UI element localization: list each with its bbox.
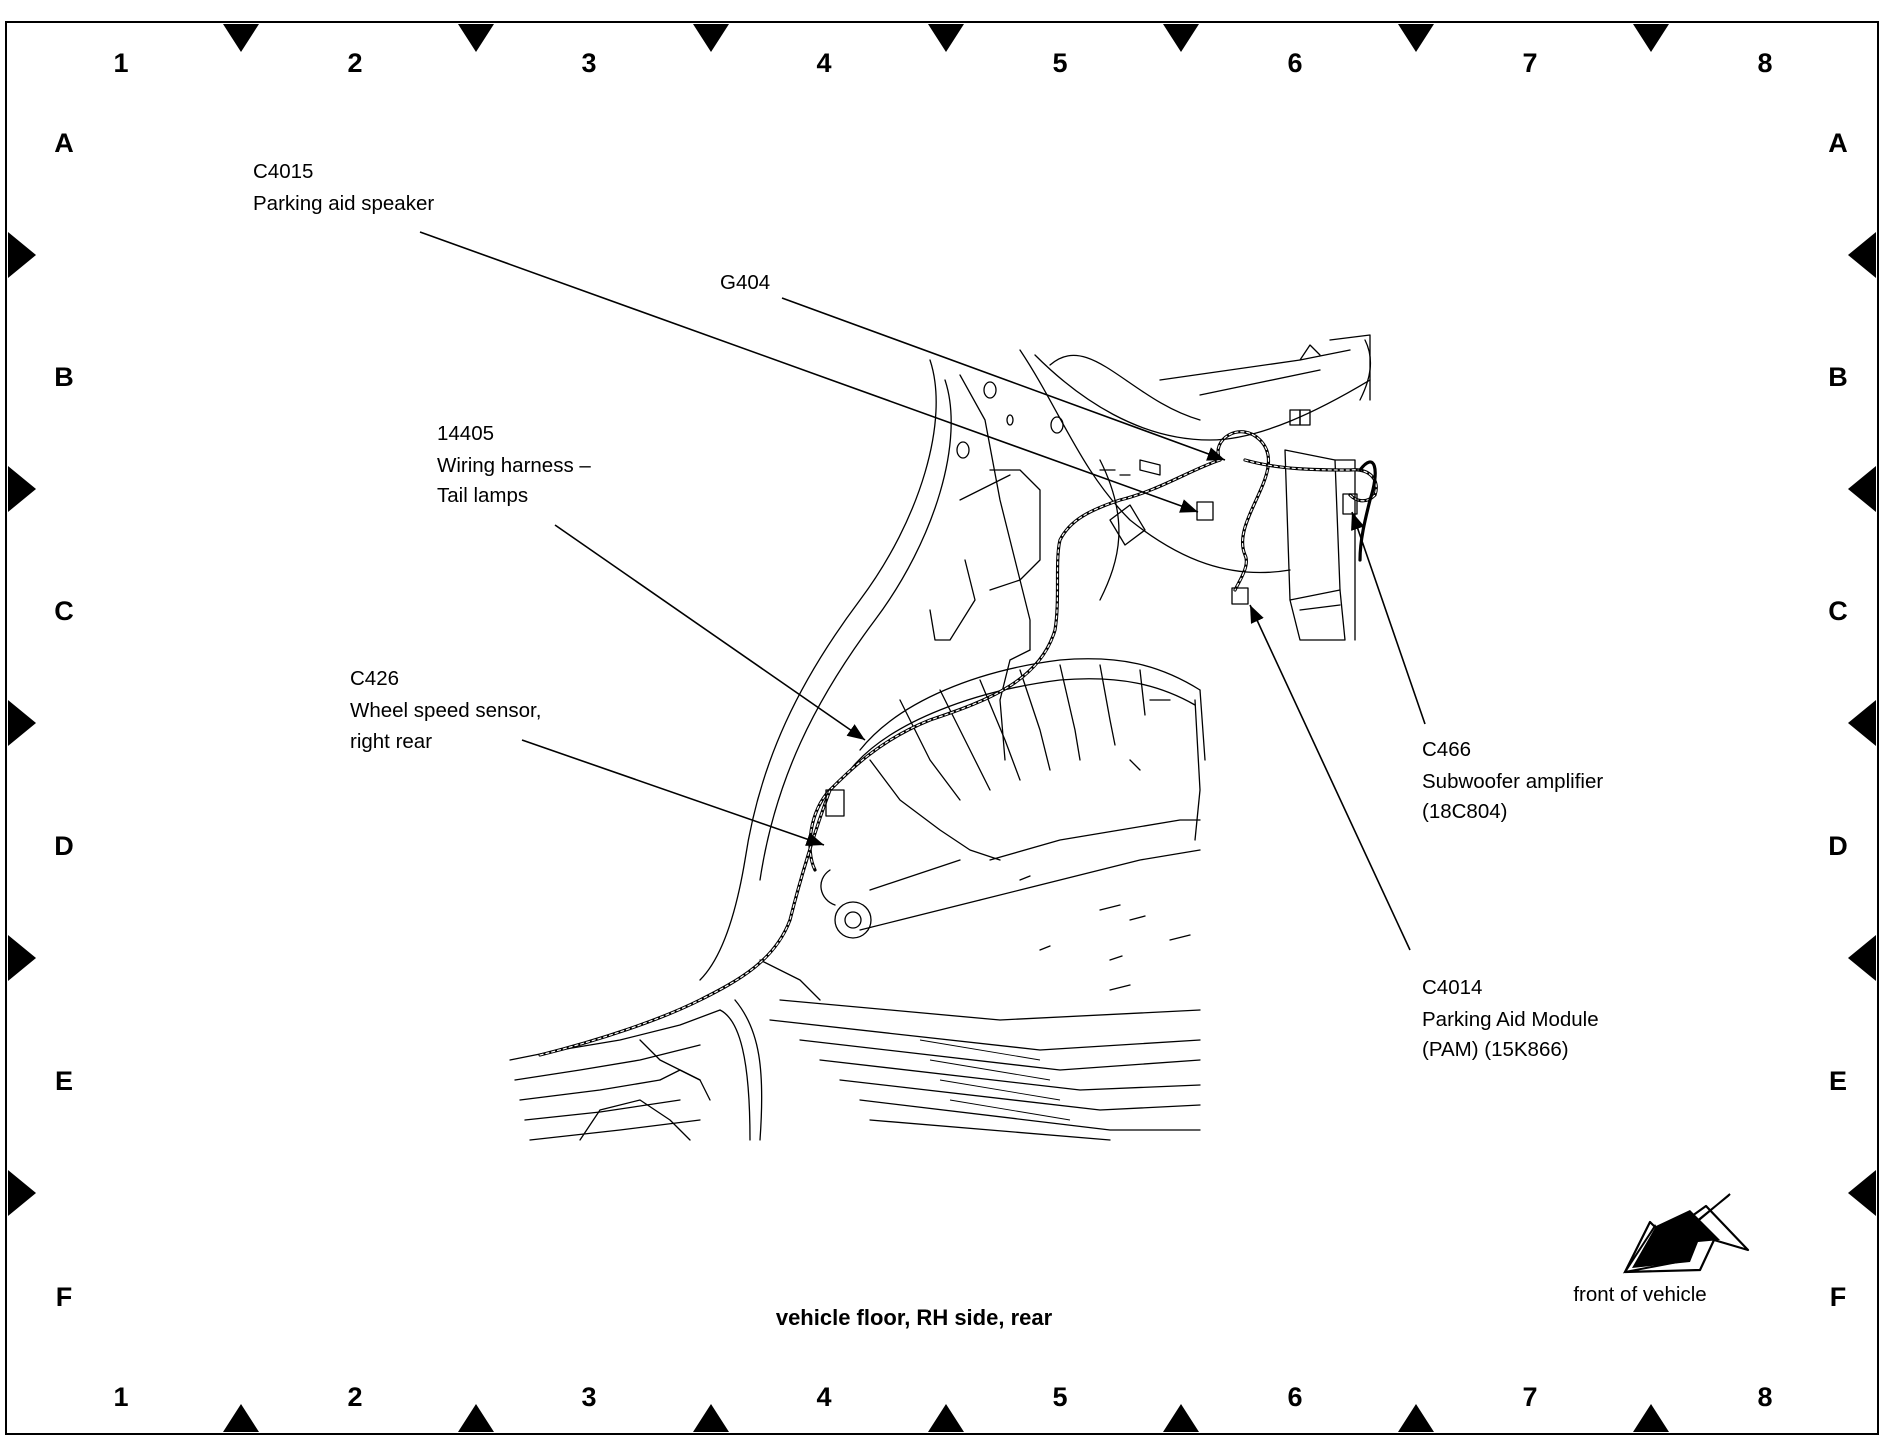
row-labels-right: A B C D E F <box>1828 128 1848 1312</box>
connector-description: (PAM) (15K866) <box>1422 1038 1569 1061</box>
leader-c4014 <box>1249 604 1411 951</box>
connector-description: right rear <box>350 730 432 753</box>
diagram-frame <box>5 21 1879 1435</box>
col-label: 7 <box>1522 1382 1537 1412</box>
connector-description: Subwoofer amplifier <box>1422 770 1603 793</box>
callout-g404: G404 <box>720 271 770 294</box>
connector-description: Tail lamps <box>437 484 528 507</box>
connector-id: C466 <box>1422 738 1471 761</box>
connector-description: Wiring harness – <box>437 454 591 477</box>
col-label: 4 <box>816 48 831 78</box>
row-label: D <box>1828 831 1848 861</box>
leader-c4015 <box>419 231 1199 513</box>
row-label: D <box>54 831 74 861</box>
row-label: F <box>56 1282 73 1312</box>
callout-c4014: C4014 Parking Aid Module (PAM) (15K866) <box>1422 976 1599 1061</box>
column-labels-bottom: 1 2 3 4 5 6 7 8 <box>113 1382 1772 1412</box>
connector-description: Parking Aid Module <box>1422 1008 1599 1031</box>
leader-g404 <box>781 297 1226 461</box>
row-label: C <box>1828 596 1848 626</box>
front-of-vehicle-label: front of vehicle <box>1573 1283 1706 1306</box>
col-label: 2 <box>347 1382 362 1412</box>
col-label: 8 <box>1757 48 1772 78</box>
col-label: 3 <box>581 1382 596 1412</box>
col-label: 4 <box>816 1382 831 1412</box>
callout-c4015: C4015 Parking aid speaker <box>253 160 434 215</box>
wiring-harness-tail-lamps <box>538 430 1378 1057</box>
connector-description: Wheel speed sensor, <box>350 699 541 722</box>
col-label: 1 <box>113 1382 128 1412</box>
left-edge-markers <box>8 232 36 1216</box>
row-label: A <box>1828 128 1848 158</box>
col-label: 8 <box>1757 1382 1772 1412</box>
col-label: 5 <box>1052 48 1067 78</box>
callout-c426: C426 Wheel speed sensor, right rear <box>350 667 541 753</box>
bottom-edge-markers <box>223 1404 1669 1432</box>
col-label: 6 <box>1287 1382 1302 1412</box>
connector-id: 14405 <box>437 422 494 445</box>
connector-id: C4014 <box>1422 976 1482 999</box>
row-label: A <box>54 128 74 158</box>
front-arrow-icon <box>1622 1193 1750 1274</box>
row-label: F <box>1830 1282 1847 1312</box>
callout-leaders <box>419 231 1426 951</box>
row-label: E <box>1829 1066 1847 1096</box>
col-label: 5 <box>1052 1382 1067 1412</box>
row-label: C <box>54 596 74 626</box>
connector-description: Parking aid speaker <box>253 192 434 215</box>
row-labels-left: A B C D E F <box>54 128 74 1312</box>
callout-14405: 14405 Wiring harness – Tail lamps <box>437 422 591 507</box>
column-labels-top: 1 2 3 4 5 6 7 8 <box>113 48 1772 78</box>
top-edge-markers <box>223 24 1669 52</box>
leader-c466 <box>1351 511 1426 725</box>
leader-14405 <box>554 524 866 741</box>
connector-id: C4015 <box>253 160 313 183</box>
diagram-caption: vehicle floor, RH side, rear <box>776 1305 1053 1330</box>
connector-id: G404 <box>720 271 770 294</box>
col-label: 3 <box>581 48 596 78</box>
callout-c466: C466 Subwoofer amplifier (18C804) <box>1422 738 1603 823</box>
row-label: B <box>1828 362 1848 392</box>
right-edge-markers <box>1848 232 1876 1216</box>
connector-description: (18C804) <box>1422 800 1507 823</box>
row-label: B <box>54 362 74 392</box>
col-label: 2 <box>347 48 362 78</box>
col-label: 6 <box>1287 48 1302 78</box>
col-label: 1 <box>113 48 128 78</box>
vehicle-body-illustration <box>509 334 1372 1141</box>
connector-id: C426 <box>350 667 399 690</box>
row-label: E <box>55 1066 73 1096</box>
leader-c426 <box>521 739 825 846</box>
col-label: 7 <box>1522 48 1537 78</box>
